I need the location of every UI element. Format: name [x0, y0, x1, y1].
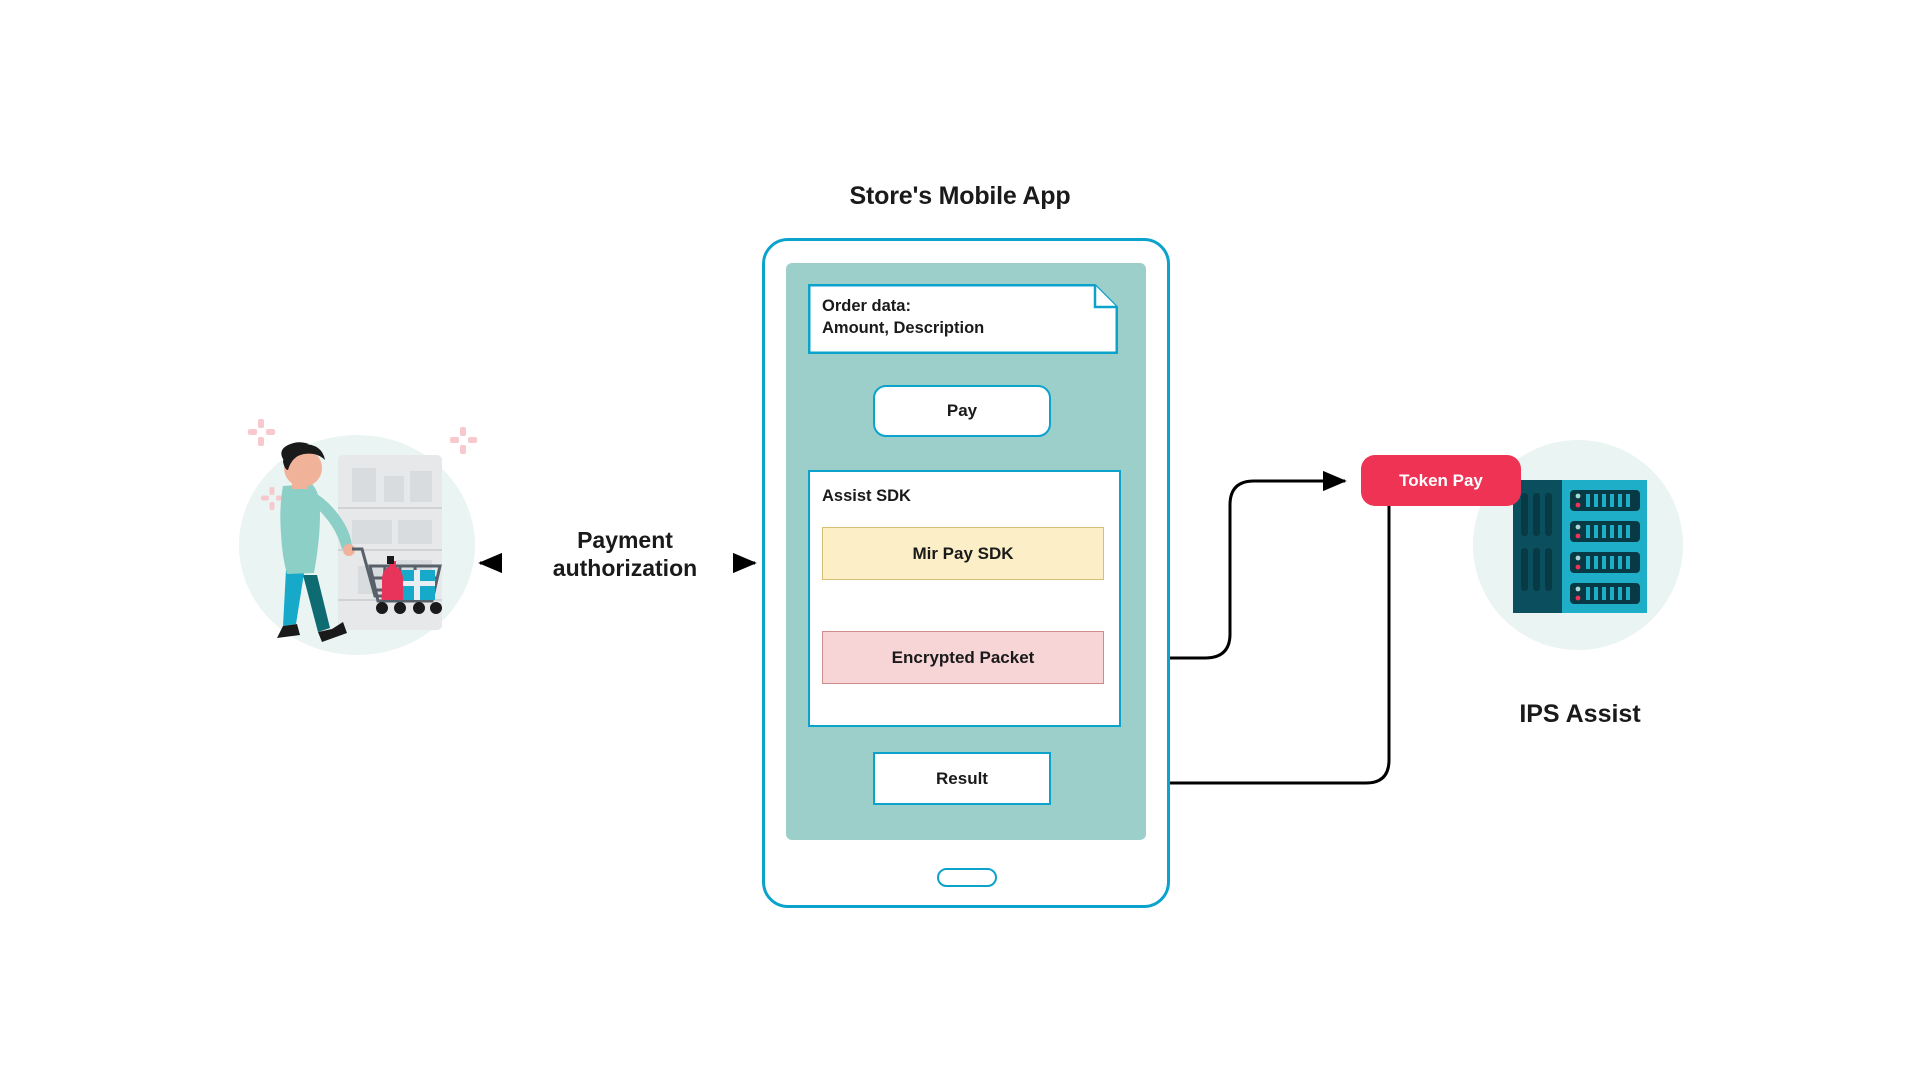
- shopping-cart: [352, 547, 442, 603]
- payment-authorization-line2: authorization: [552, 554, 698, 581]
- encrypted-packet-box: Encrypted Packet: [822, 631, 1104, 684]
- server-slot: [1570, 552, 1640, 573]
- note-shape-icon: [808, 284, 1118, 354]
- server-slot: [1570, 490, 1640, 511]
- result-box: Result: [873, 752, 1051, 805]
- server-slot: [1570, 583, 1640, 604]
- payment-authorization-line1: Payment: [577, 527, 673, 553]
- payment-authorization-label: Payment authorization: [500, 527, 750, 582]
- phone-home-indicator[interactable]: [937, 868, 997, 887]
- token-pay-badge: Token Pay: [1361, 455, 1521, 506]
- shopper-illustration: [239, 419, 477, 655]
- page-title: Store's Mobile App: [849, 182, 1071, 210]
- assist-sdk-label: Assist SDK: [822, 487, 911, 505]
- order-data-line1: Order data:: [822, 297, 911, 315]
- assist-sdk-container: [808, 470, 1121, 727]
- order-data-text: Order data: Amount, Description: [822, 296, 984, 340]
- sparkle-icon: [248, 419, 477, 510]
- order-data-line2: Amount, Description: [822, 318, 985, 337]
- order-data-note: Order data: Amount, Description: [808, 284, 1118, 354]
- pay-button[interactable]: Pay: [873, 385, 1051, 437]
- server-slot: [1570, 521, 1640, 542]
- ips-assist-label: IPS Assist: [1519, 700, 1641, 728]
- mir-pay-sdk-box: Mir Pay SDK: [822, 527, 1104, 580]
